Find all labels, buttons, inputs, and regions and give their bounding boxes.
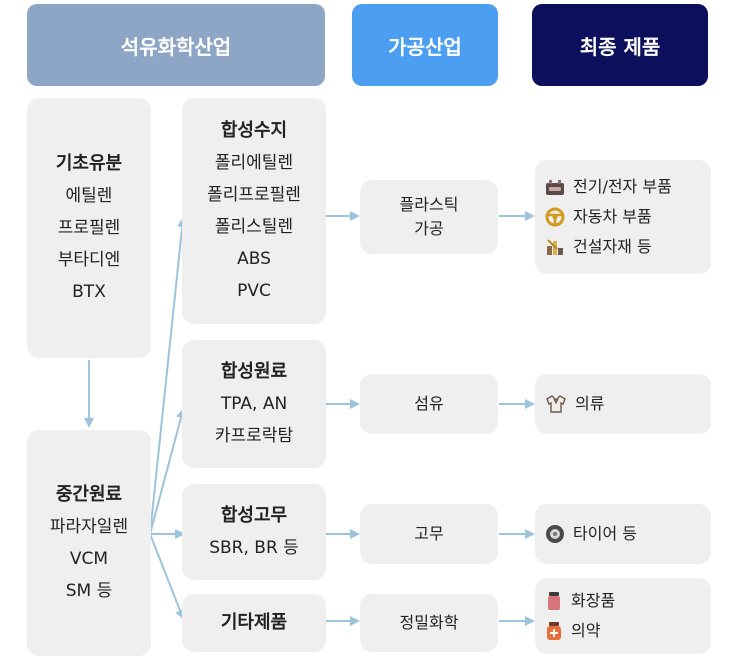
basic-feedstock-title: 기초유분	[55, 153, 123, 174]
raw-item: TPA, AN	[220, 394, 288, 414]
product-label: 의류	[575, 394, 605, 413]
resin-item: 폴리프로필렌	[207, 185, 301, 205]
basic-item: 부타디엔	[57, 250, 121, 270]
clothing-products-box: 의류	[535, 374, 711, 434]
arrow-intermediate-to-other	[149, 533, 185, 620]
synthetic-raw-title: 합성원료	[220, 361, 288, 382]
synthetic-raw-box: 합성원료 TPA, AN 카프로락탐	[182, 340, 326, 468]
arrow-intermediate-to-resin	[149, 217, 188, 535]
intermediate-item: 파라자일렌	[49, 517, 129, 537]
resin-item: ABS	[237, 249, 271, 269]
rubber-processing-label: 고무	[414, 524, 444, 543]
steering-wheel-icon	[545, 207, 565, 227]
product-construction: 건설자재 등	[545, 232, 652, 262]
plastic-processing-line: 가공	[414, 219, 444, 238]
synthetic-rubber-box: 합성고무 SBR, BR 등	[182, 484, 326, 580]
synthetic-resin-box: 합성수지 폴리에틸렌 폴리프로필렌 폴리스틸렌 ABS PVC	[182, 98, 326, 324]
product-electronics: 전기/전자 부품	[545, 172, 672, 202]
product-label: 자동차 부품	[573, 207, 652, 226]
intermediate-item: SM 등	[65, 581, 113, 601]
product-label: 의약	[571, 621, 601, 640]
rubber-item: SBR, BR 등	[209, 538, 299, 558]
product-cosmetics: 화장품	[545, 586, 615, 616]
cosmetics-icon	[548, 592, 560, 610]
electronics-icon	[546, 180, 564, 195]
tire-products-box: 타이어 등	[535, 504, 711, 564]
fine-products-box: 화장품 의약	[535, 578, 711, 654]
product-label: 화장품	[571, 591, 616, 610]
plastic-processing-box: 플라스틱 가공	[360, 180, 498, 254]
product-automotive: 자동차 부품	[545, 202, 652, 232]
header-petrochemical-label: 석유화학산업	[120, 34, 232, 59]
header-processing-label: 가공산업	[388, 34, 462, 59]
header-petrochemical: 석유화학산업	[27, 4, 325, 86]
plastic-products-box: 전기/전자 부품 자동차 부품 건설자재 등	[535, 160, 711, 274]
tire-icon	[546, 525, 564, 543]
fine-chemicals-label: 정밀화학	[399, 613, 459, 632]
basic-item: 에틸렌	[65, 186, 113, 206]
fine-chemicals-box: 정밀화학	[360, 594, 498, 652]
header-final-products-label: 최종 제품	[579, 34, 661, 59]
resin-item: 폴리스틸렌	[214, 217, 294, 237]
product-medicine: 의약	[545, 616, 600, 646]
product-clothing: 의류	[545, 389, 604, 419]
fiber-box: 섬유	[360, 374, 498, 434]
resin-item: PVC	[237, 281, 271, 301]
synthetic-resin-title: 합성수지	[220, 120, 288, 141]
raw-item: 카프로락탐	[214, 426, 294, 446]
plastic-processing-line: 플라스틱	[399, 195, 459, 214]
product-tire: 타이어 등	[545, 519, 637, 549]
other-products-title: 기타제품	[220, 612, 288, 633]
intermediate-item: VCM	[69, 549, 109, 569]
basic-item: 프로필렌	[57, 218, 121, 238]
intermediate-box: 중간원료 파라자일렌 VCM SM 등	[27, 430, 151, 656]
construction-icon	[547, 239, 563, 255]
product-label: 전기/전자 부품	[573, 177, 672, 196]
product-label: 건설자재 등	[573, 237, 652, 256]
product-label: 타이어 등	[573, 524, 637, 543]
resin-item: 폴리에틸렌	[214, 153, 294, 173]
synthetic-rubber-title: 합성고무	[220, 505, 288, 526]
medicine-icon	[547, 622, 561, 640]
clothing-icon	[546, 395, 566, 413]
header-processing: 가공산업	[352, 4, 498, 86]
basic-item: BTX	[72, 282, 106, 302]
rubber-processing-box: 고무	[360, 504, 498, 564]
intermediate-title: 중간원료	[55, 484, 123, 505]
other-products-box: 기타제품	[182, 594, 326, 652]
header-final-products: 최종 제품	[532, 4, 708, 86]
fiber-label: 섬유	[414, 394, 444, 413]
arrow-intermediate-to-raw	[149, 408, 186, 535]
basic-feedstock-box: 기초유분 에틸렌 프로필렌 부타디엔 BTX	[27, 98, 151, 358]
